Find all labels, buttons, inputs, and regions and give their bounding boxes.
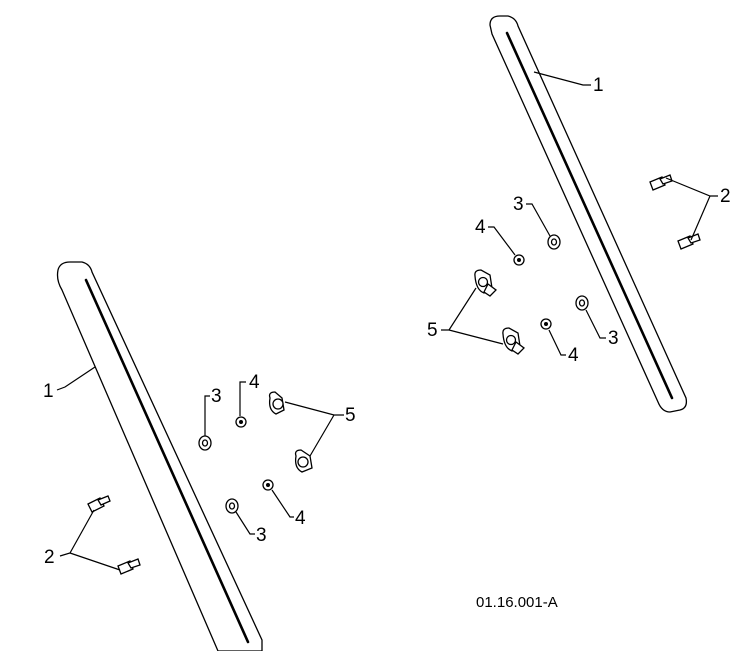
- leader-right-2: [665, 177, 718, 241]
- wing-nut-right-upper: [474, 269, 497, 297]
- bolt-left-upper: [87, 495, 111, 513]
- wing-nut-left-upper: [268, 391, 285, 415]
- leader-right-3-lower: [585, 309, 606, 339]
- callout-left-2: 2: [44, 547, 55, 568]
- leader-right-3-upper: [526, 203, 551, 237]
- leader-left-5: [284, 401, 344, 457]
- callout-left-3-lower: 3: [256, 525, 267, 546]
- callout-right-3-lower: 3: [608, 328, 619, 349]
- nut-left-upper: [235, 416, 247, 428]
- rail-right: [489, 15, 688, 413]
- nut-right-lower: [540, 318, 552, 330]
- leader-right-4-upper: [488, 226, 516, 256]
- leader-left-3-upper: [204, 395, 210, 436]
- callout-left-1: 1: [43, 381, 54, 402]
- left-assembly: 1 2 3 3 4 4 5: [43, 261, 356, 651]
- bolt-left-lower: [117, 558, 141, 575]
- callout-right-3-upper: 3: [513, 194, 524, 215]
- callout-right-1: 1: [593, 75, 604, 96]
- callout-right-2: 2: [720, 186, 731, 207]
- bolt-right-upper: [649, 174, 673, 191]
- leader-left-1: [56, 366, 96, 391]
- rail-left: [56, 261, 263, 651]
- callout-left-3-upper: 3: [211, 386, 222, 407]
- callout-right-4-lower: 4: [568, 345, 579, 366]
- washer-left-upper: [198, 435, 212, 451]
- figure-id: 01.16.001-A: [476, 594, 558, 611]
- nut-right-upper: [513, 254, 525, 266]
- nut-left-lower: [262, 479, 274, 491]
- leader-left-2: [59, 509, 121, 571]
- washer-left-lower: [225, 498, 239, 514]
- leader-left-3-lower: [235, 511, 255, 535]
- leader-left-4-lower: [271, 489, 294, 518]
- washer-right-upper: [547, 234, 561, 250]
- callout-left-4-upper: 4: [249, 372, 260, 393]
- right-assembly: 1 2 3 3 4 4 5: [427, 15, 731, 413]
- washer-right-lower: [575, 295, 589, 311]
- leader-right-1: [533, 71, 591, 86]
- wing-nut-left-lower: [294, 449, 313, 473]
- wing-nut-right-lower: [502, 327, 525, 355]
- bolt-right-lower: [677, 233, 701, 250]
- callout-left-4-lower: 4: [295, 508, 306, 529]
- leader-right-4-lower: [548, 329, 566, 356]
- leader-right-5: [441, 287, 504, 345]
- callout-right-5: 5: [427, 320, 438, 341]
- callout-left-5: 5: [345, 405, 356, 426]
- leader-left-4-upper: [239, 381, 246, 416]
- callout-right-4-upper: 4: [475, 217, 486, 238]
